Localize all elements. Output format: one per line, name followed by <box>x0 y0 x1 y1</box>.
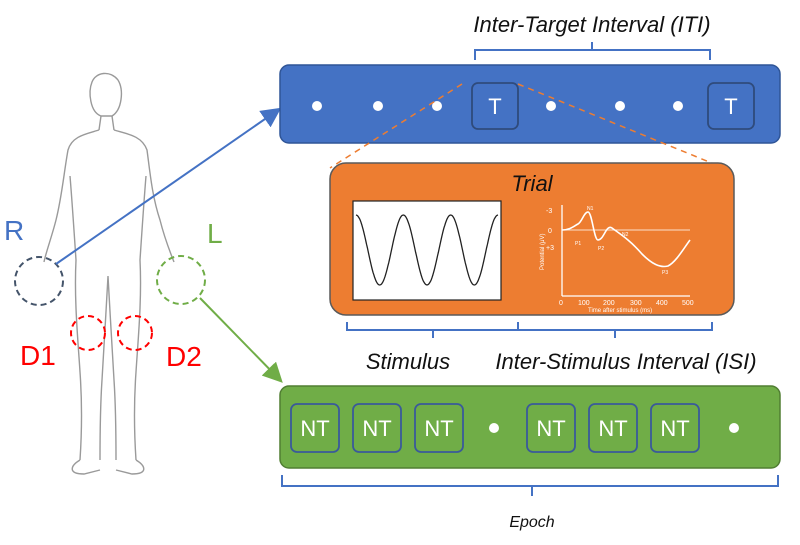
erp-xtick-1: 100 <box>578 300 590 307</box>
erp-ytick-0: -3 <box>546 208 552 215</box>
nontarget-label: NT <box>598 416 627 441</box>
label-left: L <box>207 218 223 249</box>
trial-zoom-line-left <box>329 83 463 169</box>
nontarget-box <box>526 403 576 453</box>
erp-ytick-2: +3 <box>546 245 554 252</box>
human-figure <box>43 72 175 475</box>
nontarget-label: NT <box>300 416 329 441</box>
nontarget-box <box>588 403 638 453</box>
erp-waveform <box>561 211 691 268</box>
left-hand-arrow <box>199 297 283 383</box>
stimulus-label: Stimulus <box>366 349 450 374</box>
right-hand-marker <box>14 256 64 306</box>
target-label: T <box>488 94 501 119</box>
nontarget-label: NT <box>660 416 689 441</box>
target-dot <box>673 101 683 111</box>
target-dot <box>432 101 442 111</box>
erp-xlabel: Time after stimulus (ms) <box>588 308 652 314</box>
target-row <box>279 64 781 144</box>
nontarget-label: NT <box>536 416 565 441</box>
target-box <box>471 82 519 130</box>
target-label: T <box>724 94 737 119</box>
erp-peak-n2: N2 <box>622 232 629 238</box>
target-box <box>707 82 755 130</box>
label-d1: D1 <box>20 340 56 371</box>
erp-ytick-1: 0 <box>548 228 552 235</box>
d1-knee-marker <box>70 315 106 351</box>
nontarget-label: NT <box>362 416 391 441</box>
erp-xtick-2: 200 <box>603 300 615 307</box>
nontarget-row-items: NT NT NT NT NT NT <box>290 403 739 453</box>
stimulus-isi-brackets <box>346 322 713 338</box>
nontarget-box <box>414 403 464 453</box>
label-right: R <box>4 215 24 246</box>
stimulus-sinewave <box>355 214 499 286</box>
iti-label: Inter-Target Interval (ITI) <box>473 12 710 37</box>
target-dot <box>373 101 383 111</box>
erp-peak-p1: P1 <box>575 241 581 247</box>
nontarget-dot <box>489 423 499 433</box>
erp-plot: -3 0 +3 Potential (μV) 0 100 200 300 400… <box>540 205 694 314</box>
nontarget-box <box>290 403 340 453</box>
erp-peak-p3: P3 <box>662 270 668 276</box>
trial-label: Trial <box>511 171 553 196</box>
nontarget-box <box>352 403 402 453</box>
epoch-label: Epoch <box>509 514 554 531</box>
erp-xtick-4: 400 <box>656 300 668 307</box>
erp-ylabel: Potential (μV) <box>540 234 546 270</box>
epoch-bracket <box>281 475 779 496</box>
nontarget-dot <box>729 423 739 433</box>
right-hand-arrow <box>55 107 282 265</box>
target-dot <box>615 101 625 111</box>
erp-xtick-5: 500 <box>682 300 694 307</box>
nontarget-box <box>650 403 700 453</box>
target-dot <box>312 101 322 111</box>
erp-xtick-0: 0 <box>559 300 563 307</box>
target-dot <box>546 101 556 111</box>
erp-peak-n1: N1 <box>587 206 594 212</box>
iti-bracket <box>474 42 711 60</box>
isi-label: Inter-Stimulus Interval (ISI) <box>495 349 756 374</box>
nontarget-label: NT <box>424 416 453 441</box>
erp-xtick-3: 300 <box>630 300 642 307</box>
label-d2: D2 <box>166 341 202 372</box>
trial-zoom-line-right <box>517 83 725 169</box>
erp-peak-p2: P2 <box>598 246 604 252</box>
d2-knee-marker <box>117 315 153 351</box>
left-hand-marker <box>156 255 206 305</box>
